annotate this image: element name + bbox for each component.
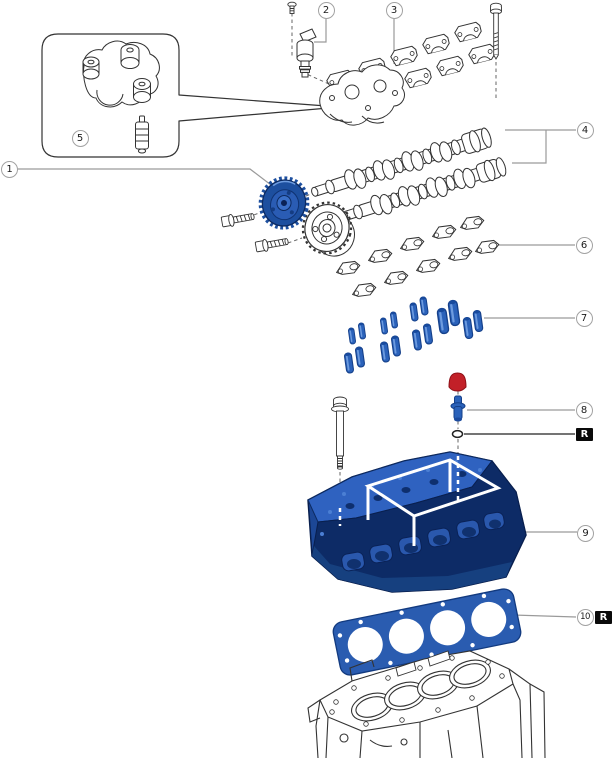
callout-7[interactable]: 7 — [575, 309, 593, 327]
sprocket-bolts-art — [220, 213, 289, 253]
callout-4[interactable]: 4 — [576, 121, 594, 139]
callout-6[interactable]: 6 — [575, 236, 593, 254]
camshaft-intake-art — [311, 127, 492, 197]
badge-r-oring[interactable]: R — [576, 428, 593, 441]
vvt-sprocket-art — [258, 176, 310, 230]
callout-1[interactable]: 1 — [1, 160, 18, 178]
head-ladder-frame — [338, 456, 502, 546]
inset-panel — [41, 33, 341, 158]
callout-5[interactable]: 5 — [71, 129, 89, 147]
timing-sprocket-art — [301, 201, 355, 257]
seal-red-cap-art — [448, 372, 467, 392]
inset-part-cam-cap — [82, 40, 160, 108]
mounting-bolt-art — [490, 2, 502, 60]
oil-check-valve-art — [135, 115, 149, 154]
callout-3[interactable]: 3 — [385, 1, 403, 19]
screw-art — [287, 1, 297, 14]
cylinder-head-art — [307, 451, 527, 593]
engine-block-art — [307, 650, 546, 758]
head-gasket-art — [332, 588, 522, 676]
o-ring-art — [451, 429, 464, 439]
callout-2[interactable]: 2 — [317, 1, 335, 19]
callout-8[interactable]: 8 — [575, 401, 593, 419]
rocker-arms-art — [334, 214, 501, 299]
assembly-axis-lines — [141, 13, 497, 506]
callout-9[interactable]: 9 — [577, 524, 594, 542]
head-bolt-art — [331, 396, 349, 470]
tube-seal-art — [450, 395, 466, 422]
badge-r-gasket[interactable]: R — [595, 611, 612, 624]
oil-control-valve-art — [296, 28, 317, 78]
lash-adjusters-art — [343, 295, 484, 374]
cam-carrier-art — [319, 64, 405, 126]
callout-10[interactable]: 10 — [576, 608, 594, 626]
